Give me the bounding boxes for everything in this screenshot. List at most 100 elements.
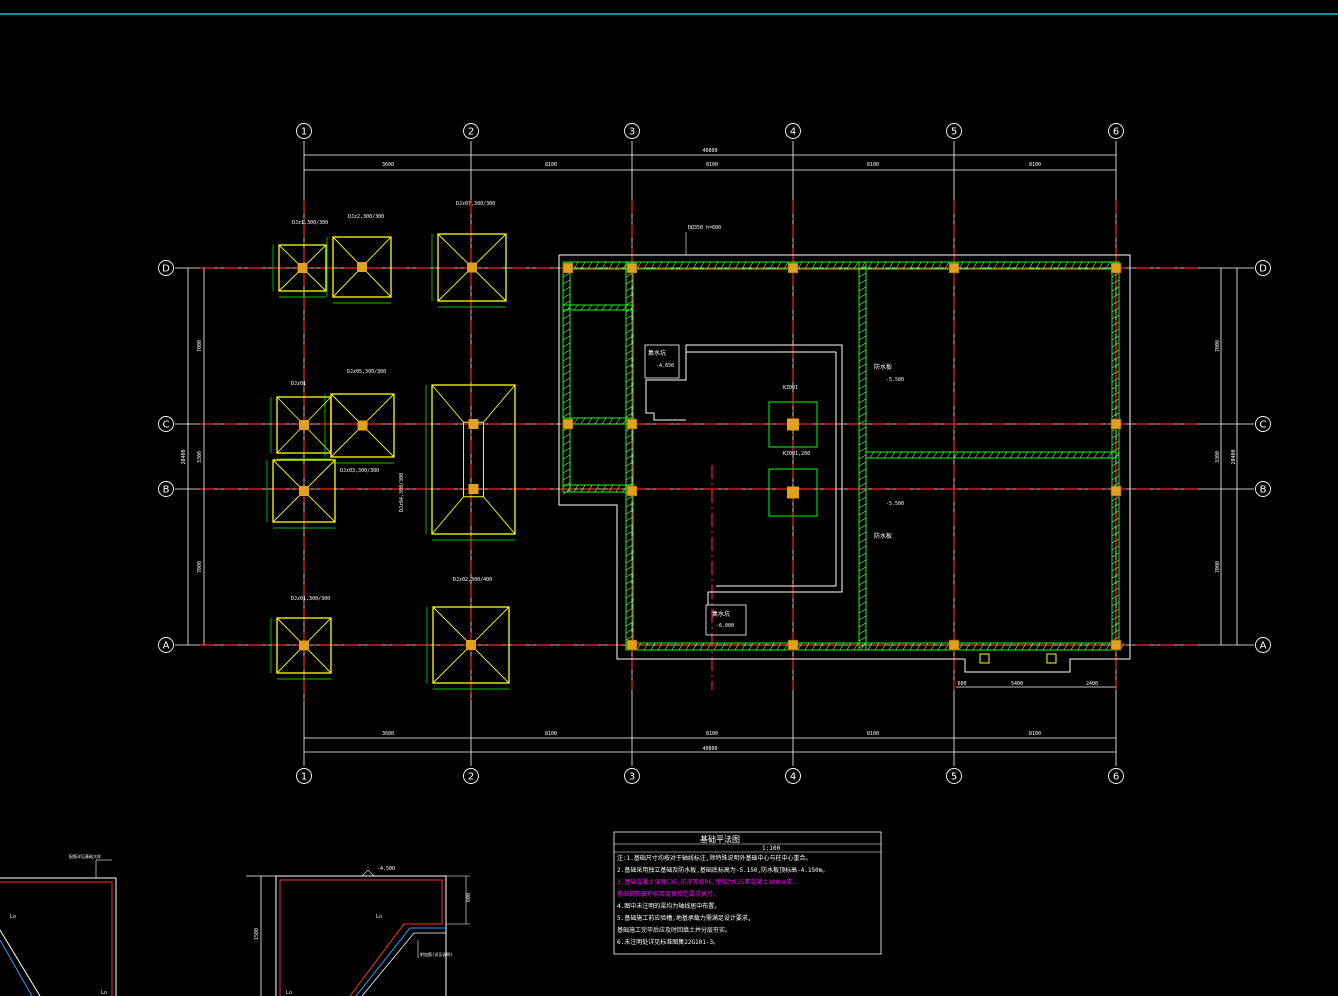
zone-label-2: 防水板 xyxy=(874,532,892,540)
column-2 xyxy=(626,262,638,274)
detail-lo-1: Lo xyxy=(10,914,16,920)
axis-bubbles-top: 1 2 3 4 5 6 xyxy=(296,123,1124,139)
axis-bubble-left-A: A xyxy=(158,637,174,653)
dimension-right: 7000 3300 7000 20400 xyxy=(1215,268,1238,645)
axis-bubble-bottom-4: 4 xyxy=(785,768,801,784)
axis-bubble-right-D-label: D xyxy=(1259,264,1267,275)
axis-bubble-top-3: 3 xyxy=(624,123,640,139)
axis-bubble-bottom-3-label: 3 xyxy=(629,772,635,783)
pit-2-label: 集水坑 xyxy=(712,610,730,618)
detail-dim-v: 1500 xyxy=(254,928,260,940)
axis-bubble-bottom-6: 6 xyxy=(1108,768,1124,784)
footing-2 xyxy=(326,236,392,304)
axis-bubble-bottom-2-label: 2 xyxy=(468,772,474,783)
column-8 xyxy=(1110,418,1122,430)
footing-label-4: DJz01 xyxy=(291,381,306,387)
detail-lo-4: Lo xyxy=(286,990,292,996)
dim-top-span-2: 8100 xyxy=(545,162,557,168)
interior-pad-1 xyxy=(768,401,818,448)
axis-bubble-top-4-label: 4 xyxy=(790,127,796,138)
note-line-7: 基础施工完毕后应及时回填土并分层夯实。 xyxy=(617,926,731,934)
column-6 xyxy=(562,418,574,430)
dim-bottom-span-4: 8100 xyxy=(867,731,879,737)
zone-label-1: 防水板 xyxy=(874,363,892,371)
axis-bubbles-bottom: 1 2 3 4 5 6 xyxy=(296,768,1124,784)
column-14 xyxy=(1110,639,1122,651)
footing-label-3: DJz07,300/300 xyxy=(456,201,495,207)
footing-label-5: DJz05,300/300 xyxy=(347,369,386,375)
dim-bottom-span-2: 8100 xyxy=(545,731,557,737)
axis-bubble-top-5: 5 xyxy=(946,123,962,139)
note-line-5: 4.图中未注明的梁均为轴线居中布置。 xyxy=(617,902,720,910)
dim-top-span-1: 3600 xyxy=(382,162,394,168)
axis-bubble-top-2: 2 xyxy=(463,123,479,139)
dim-right-span-3: 7000 xyxy=(1215,561,1221,573)
axis-bubble-bottom-5-label: 5 xyxy=(951,772,957,783)
title-block: 基础平法图 1:100 注:1.基础尺寸均按对于轴线标注,除特殊说明外基础中心与… xyxy=(613,831,882,955)
column-5 xyxy=(1110,262,1122,274)
elev-label-2: -5.500 xyxy=(886,501,904,507)
footing-3 xyxy=(431,233,507,308)
note-line-8: 6.未注明处详见标准图集22G101-3。 xyxy=(617,938,719,946)
axis-bubble-left-C-label: C xyxy=(163,420,170,431)
wall-segment-5 xyxy=(625,642,1125,651)
axis-bubble-top-6: 6 xyxy=(1108,123,1124,139)
detail-lo-2: Lo xyxy=(101,990,107,996)
axis-bubble-right-C-label: C xyxy=(1260,420,1267,431)
axis-bubble-bottom-2: 2 xyxy=(463,768,479,784)
axis-bubble-top-4: 4 xyxy=(785,123,801,139)
basement-outline xyxy=(558,254,1131,673)
footing-9 xyxy=(426,606,510,690)
pit-2-tag-box xyxy=(705,604,747,636)
axis-bubble-left-D-label: D xyxy=(162,264,170,275)
axis-bubble-bottom-4-label: 4 xyxy=(790,772,796,783)
footing-label-1: DJz1,300/300 xyxy=(292,220,328,226)
dim-bottom-span-5: 8100 xyxy=(1029,731,1041,737)
detail-dim-r: 600 xyxy=(466,893,472,902)
axis-bubble-right-C: C xyxy=(1255,416,1271,432)
wall-segment-11 xyxy=(562,304,635,311)
axis-bubble-right-A-label: A xyxy=(1260,641,1267,652)
axis-bubble-bottom-5: 5 xyxy=(946,768,962,784)
title-block-title: 基础平法图 xyxy=(700,834,740,844)
title-block-scale: 1:100 xyxy=(762,845,780,852)
detail-lo-3: Lo xyxy=(376,914,382,920)
column-9 xyxy=(626,485,638,497)
bottom-dim-3: 2400 xyxy=(1086,681,1098,687)
footing-label-6: DJz03,300/300 xyxy=(340,468,379,474)
axis-bubbles-left: D C B A xyxy=(158,260,174,653)
footing-label-7: DJz04,300/300 xyxy=(399,473,405,512)
axis-bubble-left-B: B xyxy=(158,481,174,497)
dim-bottom-span-3: 8100 xyxy=(706,731,718,737)
dim-left-span-3: 7000 xyxy=(197,561,203,573)
dimension-bottom: 3600 8100 8100 8100 8100 40800 xyxy=(304,731,1116,753)
footing-label-2: DJz2,300/300 xyxy=(348,214,384,220)
detail-sections: 配筋详见基础大样 Lo Lo 1500 600 -4.500 Lo Lo 附加筋… xyxy=(0,853,472,996)
axis-bubble-left-B-label: B xyxy=(163,485,170,496)
interior-pad-2 xyxy=(768,468,818,517)
small-block-1 xyxy=(979,653,990,664)
dim-top-total: 40800 xyxy=(702,148,717,154)
axis-bubble-left-A-label: A xyxy=(163,641,170,652)
wall-segment-10 xyxy=(865,451,1120,459)
column-3 xyxy=(787,262,799,274)
axis-bubble-left-D: D xyxy=(158,260,174,276)
axis-bubble-top-3-label: 3 xyxy=(629,127,635,138)
dim-bottom-span-1: 3600 xyxy=(382,731,394,737)
footing-label-8: DJz01,300/300 xyxy=(291,596,330,602)
axis-bubble-top-1: 1 xyxy=(296,123,312,139)
dim-top-span-4: 8100 xyxy=(867,162,879,168)
pit-1-tag-box xyxy=(644,344,680,379)
footing-label-9: DJz02,300/400 xyxy=(453,577,492,583)
detail-left-tag: 配筋详见基础大样 xyxy=(69,853,101,859)
axis-bubble-left-C: C xyxy=(158,416,174,432)
col-tag-2: KZ001,200 xyxy=(783,451,810,457)
note-line-3: 3.基础混凝土强度C35,抗渗等级P6,垫层为C15素混凝土100mm厚。 xyxy=(617,878,798,886)
axis-bubble-bottom-1-label: 1 xyxy=(301,772,307,783)
column-11 xyxy=(626,639,638,651)
footing-6 xyxy=(425,384,516,541)
dim-top-span-5: 8100 xyxy=(1029,162,1041,168)
